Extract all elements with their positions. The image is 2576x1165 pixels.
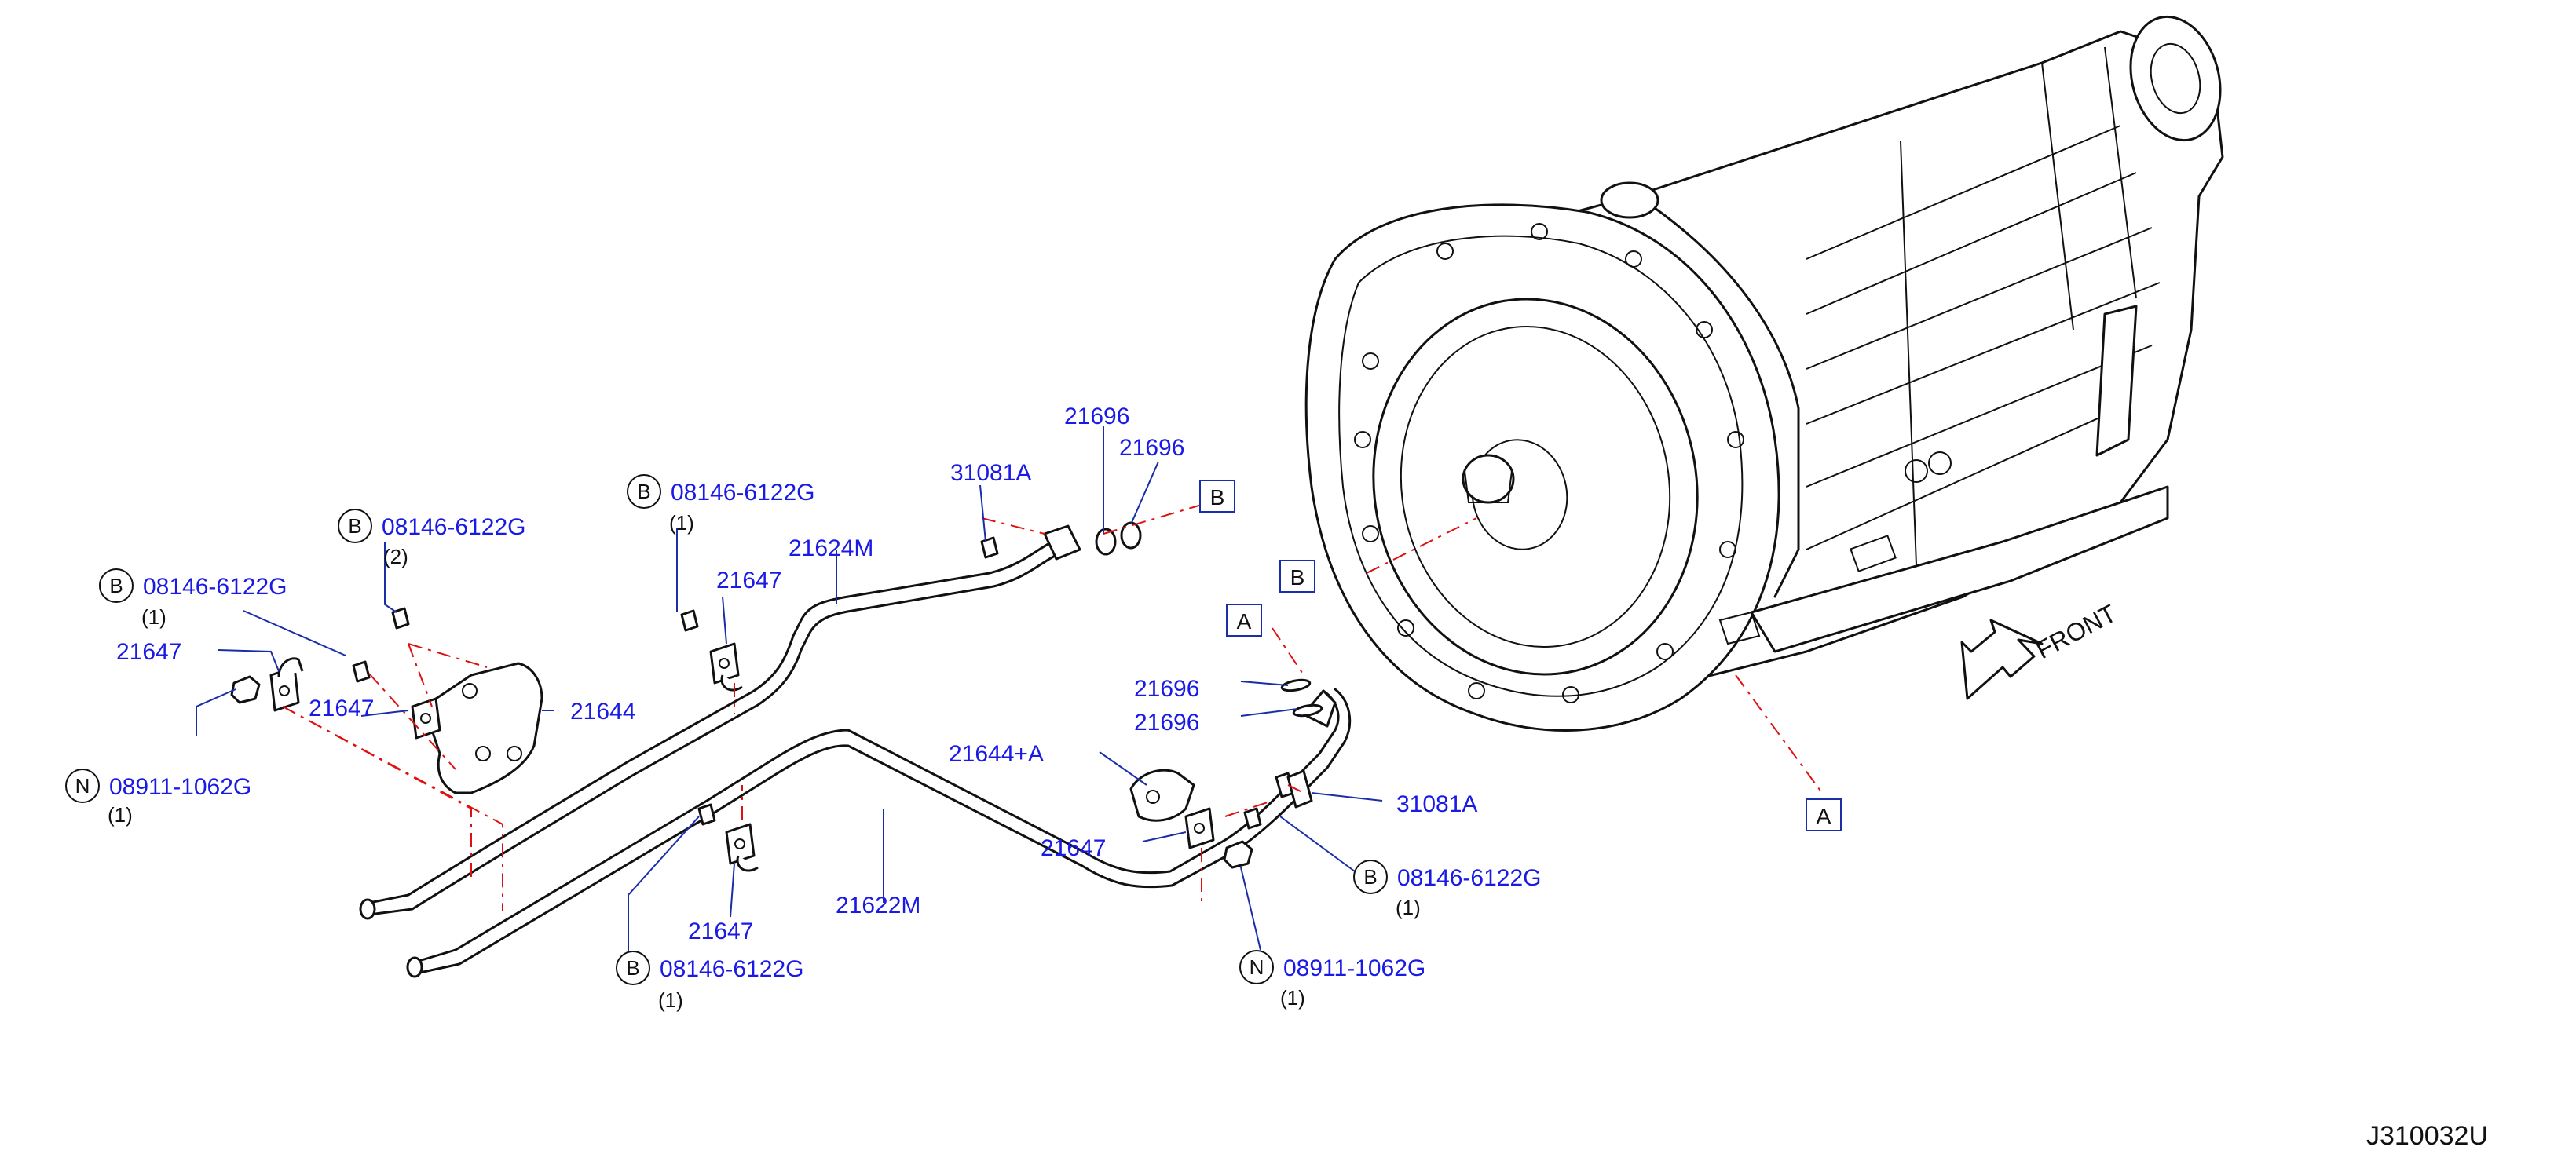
part-number-label: 31081A bbox=[950, 460, 1031, 486]
clip-21647-upper bbox=[709, 642, 743, 692]
svg-text:B: B bbox=[348, 514, 361, 538]
quantity-label: (1) bbox=[669, 511, 694, 535]
clip-21647-mid-left bbox=[411, 697, 441, 740]
part-number-label: 08146-6122G bbox=[660, 956, 804, 982]
transmission-assembly bbox=[1304, 15, 2224, 732]
part-number-label: 21644 bbox=[570, 699, 635, 725]
diagram-code: J310032U bbox=[2366, 1121, 2488, 1151]
quantity-label: (1) bbox=[1396, 896, 1421, 919]
ref-box-a-upper: A bbox=[1226, 604, 1262, 637]
bracket-21644 bbox=[423, 662, 543, 794]
ref-box-b-upper: B bbox=[1199, 480, 1235, 513]
quantity-label: (1) bbox=[108, 803, 133, 827]
o-ring-21696 bbox=[1095, 521, 1323, 718]
svg-text:A: A bbox=[1237, 609, 1252, 634]
part-number-label: 21647 bbox=[309, 696, 374, 721]
part-number-label: 08911-1062G bbox=[1283, 955, 1425, 981]
svg-text:N: N bbox=[1250, 955, 1264, 979]
part-number-label: 21647 bbox=[116, 639, 181, 665]
part-number-label: 08146-6122G bbox=[1397, 865, 1542, 891]
callout-n-08911-left: N 08911-1062G (1) bbox=[65, 769, 251, 827]
leader-lines bbox=[196, 426, 1383, 962]
part-number-label: 21622M bbox=[836, 893, 920, 918]
quantity-label: (2) bbox=[383, 545, 408, 568]
part-number-label: 21647 bbox=[716, 568, 781, 593]
part-number-label: 21696 bbox=[1134, 676, 1199, 702]
svg-text:A: A bbox=[1817, 804, 1831, 828]
bolt-08146-6122g bbox=[352, 536, 1296, 830]
callout-b-08146-right: B 08146-6122G (1) bbox=[1353, 860, 1542, 919]
quantity-label: (1) bbox=[1280, 986, 1305, 1010]
part-number-label: 31081A bbox=[1396, 791, 1477, 817]
ref-box-a-lower: A bbox=[1806, 798, 1842, 831]
part-number-label: 21696 bbox=[1134, 710, 1199, 736]
quantity-label: (1) bbox=[658, 988, 683, 1012]
part-number-label: 08146-6122G bbox=[671, 480, 815, 506]
quantity-label: (1) bbox=[141, 605, 166, 629]
callout-b-08146-upper-center: B 08146-6122G (1) bbox=[627, 474, 815, 535]
cooler-tube-21622m bbox=[406, 688, 1352, 978]
part-number-label: 21696 bbox=[1064, 404, 1129, 429]
connector-31081a bbox=[1286, 769, 1313, 809]
part-number-label: 08146-6122G bbox=[143, 574, 287, 600]
clip-21647-right bbox=[1184, 807, 1215, 849]
bracket-21644a bbox=[1129, 769, 1195, 822]
callout-b-08146-left: B 08146-6122G (1) bbox=[99, 568, 287, 629]
part-number-label: 21647 bbox=[688, 918, 753, 944]
clip-21647-lower bbox=[725, 823, 759, 872]
svg-text:B: B bbox=[1363, 865, 1377, 889]
part-number-label: 21696 bbox=[1119, 435, 1184, 461]
part-number-label: 08911-1062G bbox=[109, 774, 251, 800]
callout-b-08146-2: B 08146-6122G (2) bbox=[338, 509, 526, 568]
callout-b-08146-bottom-center: B 08146-6122G (1) bbox=[616, 951, 804, 1012]
part-number-label: 21647 bbox=[1041, 835, 1106, 861]
cooler-tube-21624m bbox=[359, 524, 1081, 920]
part-number-label: 08146-6122G bbox=[382, 514, 526, 540]
clip-21647-left bbox=[269, 657, 304, 712]
part-number-label: 21644+A bbox=[949, 741, 1044, 767]
svg-text:B: B bbox=[1210, 485, 1225, 509]
part-number-label: 21624M bbox=[789, 535, 873, 561]
front-label: FRONT bbox=[2031, 599, 2120, 665]
svg-text:B: B bbox=[626, 956, 639, 980]
centerlines bbox=[282, 502, 1823, 911]
front-direction-indicator: FRONT bbox=[1960, 599, 2121, 700]
ref-box-b-lower: B bbox=[1279, 560, 1315, 593]
svg-text:B: B bbox=[637, 480, 650, 503]
svg-text:N: N bbox=[75, 774, 90, 798]
svg-text:B: B bbox=[1290, 565, 1305, 590]
svg-text:B: B bbox=[109, 574, 123, 597]
front-arrow-icon bbox=[1960, 619, 2044, 700]
callout-n-08911-right: N 08911-1062G (1) bbox=[1239, 950, 1425, 1010]
nut-08911-1062g bbox=[230, 675, 1253, 869]
